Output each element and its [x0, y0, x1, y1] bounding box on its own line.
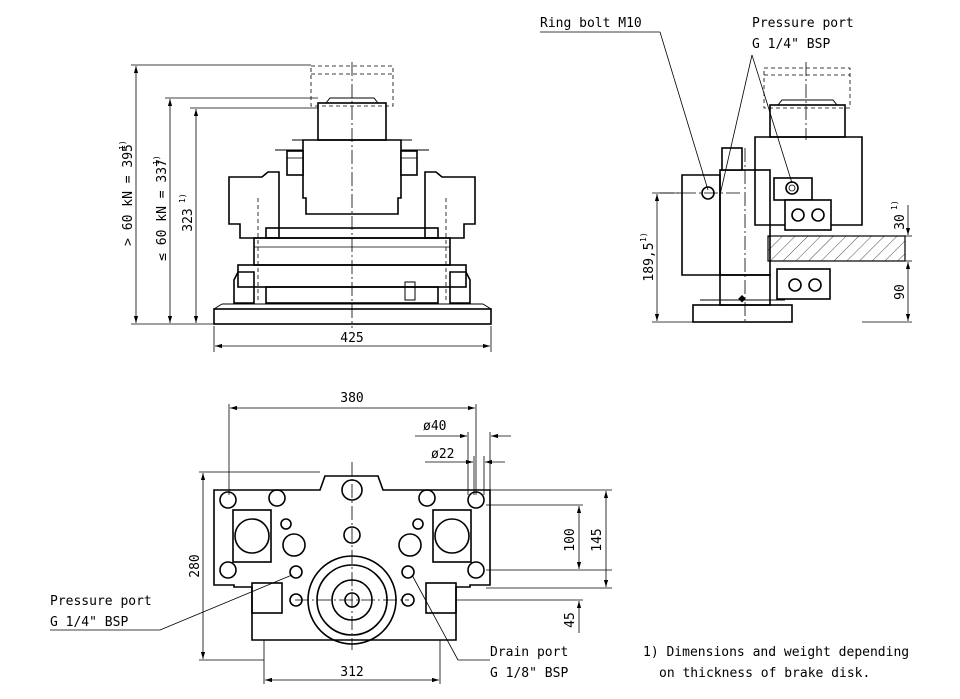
ring-bolt-label: Ring bolt M10 [540, 16, 642, 31]
footnote-line-1: 1) Dimensions and weight depending [643, 645, 909, 660]
dim-100: 100 [563, 528, 578, 551]
dim-30-note: 1) [890, 200, 899, 210]
top-view [213, 462, 491, 650]
front-view [213, 62, 492, 328]
svg-text:◆: ◆ [738, 290, 746, 305]
dim-323: 323 [181, 208, 196, 231]
dim-189-5: 189,5 [642, 242, 657, 281]
dim-312: 312 [340, 665, 363, 680]
dim-145: 145 [590, 528, 605, 551]
dim-395-note: 1) [118, 140, 127, 150]
pressure-port-bottom-label: Pressure port [50, 594, 152, 609]
dim-395: > 60 kN = 395 [121, 144, 136, 246]
side-view: ◆ [660, 62, 906, 323]
dim-45: 45 [563, 612, 578, 628]
dim-337: ≤ 60 kN = 337 [155, 159, 170, 261]
pressure-port-top-label: Pressure port [752, 16, 854, 31]
side-dimensions: 189,5 1) 30 1) 90 [540, 31, 912, 323]
dim-323-note: 1) [178, 193, 187, 203]
dim-189-note: 1) [639, 232, 648, 242]
dim-dia-22: ø22 [431, 447, 454, 462]
dim-dia-40: ø40 [423, 419, 446, 434]
dim-337-note: 1) [152, 155, 161, 165]
dim-30: 30 [893, 214, 908, 230]
top-dimensions: 380 ø40 ø22 280 100 145 45 312 [50, 391, 612, 684]
footnote-line-2: on thickness of brake disk. [659, 666, 870, 681]
dim-90: 90 [893, 284, 908, 300]
front-dimensions: 425 > 60 kN = 395 1) ≤ 60 kN = 337 1) 32… [118, 64, 492, 352]
drain-port-spec: G 1/8" BSP [490, 666, 568, 681]
drain-port-label: Drain port [490, 645, 568, 660]
dim-280: 280 [188, 554, 203, 577]
pressure-port-bottom-spec: G 1/4" BSP [50, 615, 128, 630]
pressure-port-top-spec: G 1/4" BSP [752, 37, 830, 52]
dim-380: 380 [340, 391, 363, 406]
dim-425: 425 [340, 331, 363, 346]
